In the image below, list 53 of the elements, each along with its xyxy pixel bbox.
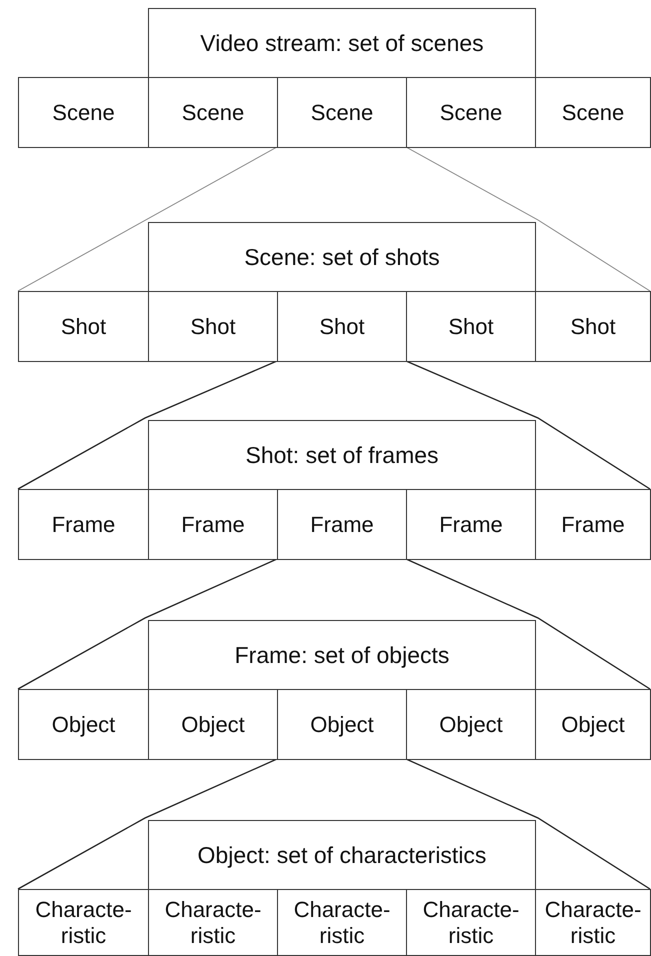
cell-label: Frame bbox=[439, 512, 503, 538]
cell-box bbox=[535, 291, 651, 362]
header-text: Frame: set of objects bbox=[234, 642, 450, 668]
connector-line bbox=[406, 360, 650, 490]
cell-label: Frame bbox=[561, 512, 625, 538]
connector-line bbox=[406, 758, 650, 890]
cell-label: Object bbox=[310, 712, 374, 738]
cell-label: Characte-ristic bbox=[422, 897, 520, 948]
cell-label: Shot bbox=[570, 314, 616, 340]
cell-label: Shot bbox=[319, 314, 365, 340]
cell-label: Shot bbox=[190, 314, 236, 340]
cell-label: Object bbox=[181, 712, 245, 738]
group-header-box bbox=[148, 820, 536, 890]
cell-box bbox=[18, 689, 149, 760]
header-text: Scene: set of shots bbox=[244, 244, 440, 270]
connector-line bbox=[18, 360, 278, 490]
header-text: Shot: set of frames bbox=[245, 442, 439, 468]
connector-line bbox=[18, 146, 278, 292]
cell-box bbox=[535, 889, 651, 956]
cell-label: Object bbox=[52, 712, 116, 738]
cell-label: Scene bbox=[182, 100, 244, 126]
cell-box bbox=[18, 77, 149, 148]
group-header-box bbox=[148, 222, 536, 292]
cell-label: Characte-ristic bbox=[164, 897, 262, 948]
cell-label: Object bbox=[561, 712, 625, 738]
connector-line bbox=[406, 558, 650, 690]
cell-label: Characte-ristic bbox=[34, 897, 133, 948]
cell-box bbox=[18, 291, 149, 362]
cell-label: Characte-ristic bbox=[544, 897, 642, 948]
header-text: Video stream: set of scenes bbox=[200, 30, 484, 56]
group-header-box bbox=[148, 420, 536, 490]
cell-box bbox=[535, 77, 651, 148]
cell-label: Frame bbox=[52, 512, 116, 538]
cell-label: Scene bbox=[562, 100, 624, 126]
connector-line bbox=[18, 758, 278, 890]
cell-label: Scene bbox=[440, 100, 502, 126]
cell-box bbox=[535, 489, 651, 560]
cell-label: Shot bbox=[448, 314, 494, 340]
connector-line bbox=[18, 558, 278, 690]
cell-label: Scene bbox=[52, 100, 115, 126]
cell-box bbox=[18, 889, 149, 956]
connector-line bbox=[406, 146, 650, 292]
cell-label: Object bbox=[439, 712, 503, 738]
cell-label: Frame bbox=[310, 512, 374, 538]
header-text: Object: set of characteristics bbox=[198, 842, 486, 868]
cell-box bbox=[18, 489, 149, 560]
cell-label: Characte-ristic bbox=[292, 897, 392, 948]
cell-label: Scene bbox=[310, 100, 374, 126]
cell-label: Shot bbox=[60, 314, 106, 340]
group-header-box bbox=[148, 620, 536, 690]
cell-box bbox=[535, 689, 651, 760]
cell-label: Frame bbox=[181, 512, 245, 538]
group-header-box bbox=[148, 8, 536, 78]
